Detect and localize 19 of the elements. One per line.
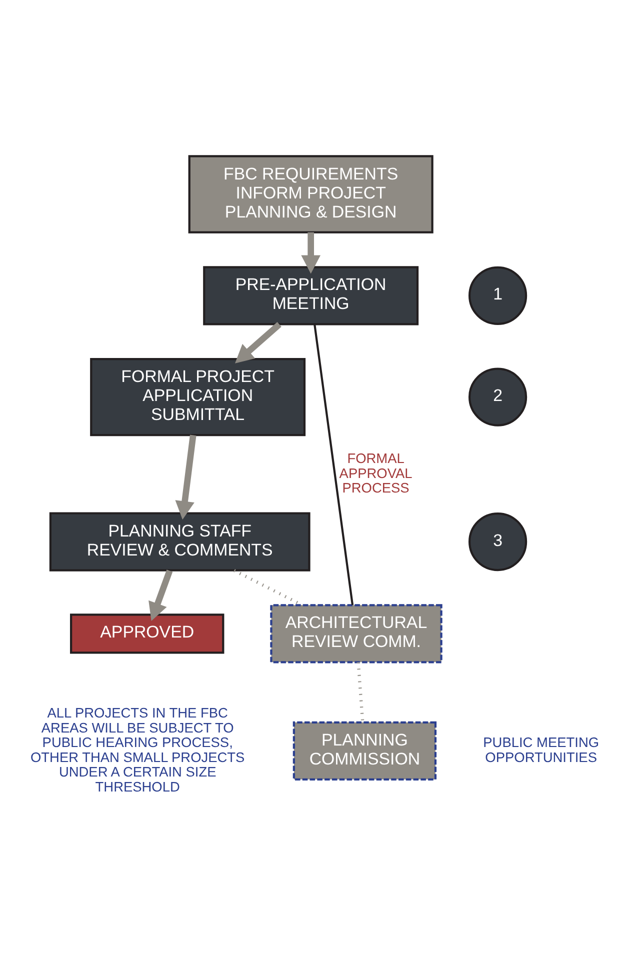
node-box: FBC REQUIREMENTS INFORM PROJECT PLANNING & DESIGN — [188, 154, 434, 233]
label: ALL PROJECTS IN THE FBC AREAS WILL BE SUBJECT TO PUBLIC HEARING PROCESS, OTHER THAN SMALL PROJECTS UNDER A CERTAIN SIZE THRESHOLD — [30, 705, 245, 794]
node-box: PLANNING COMMISSION — [292, 720, 437, 780]
node-circle: 2 — [468, 367, 528, 426]
node-box: APPROVED — [70, 613, 224, 654]
arrow — [175, 434, 196, 520]
edge-label: FORMAL APPROVAL PROCESS — [339, 450, 412, 496]
node-circle: 1 — [468, 266, 528, 324]
node-box: PRE-APPLICATION MEETING — [203, 266, 419, 325]
arrow — [234, 321, 282, 363]
connector — [356, 662, 364, 722]
connector — [314, 324, 354, 605]
node-circle: 3 — [468, 512, 528, 571]
label: PUBLIC MEETING OPPORTUNITIES — [483, 734, 600, 764]
node-box: FORMAL PROJECT APPLICATION SUBMITTAL — [90, 357, 306, 436]
node-box: PLANNING STAFF REVIEW & COMMENTS — [49, 512, 310, 571]
arrow — [148, 569, 173, 621]
arrow — [301, 232, 321, 274]
node-box: ARCHITECTURAL REVIEW COMM. — [270, 604, 442, 663]
